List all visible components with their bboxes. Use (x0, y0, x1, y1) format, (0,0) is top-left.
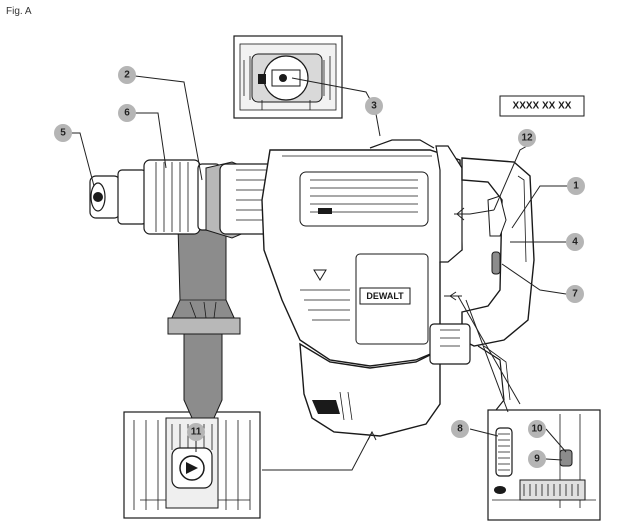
svg-text:6: 6 (124, 108, 130, 119)
callout-6: 6 (118, 104, 136, 122)
callout-11: 11 (187, 423, 205, 441)
leader-lines (66, 74, 568, 471)
svg-text:3: 3 (371, 101, 377, 112)
svg-text:9: 9 (534, 454, 540, 465)
callout-9: 9 (528, 450, 546, 468)
inset-mode-selector (233, 35, 343, 119)
callout-4: 4 (566, 233, 584, 251)
figure-label: Fig. A (6, 6, 32, 17)
svg-text:8: 8 (457, 424, 463, 435)
callout-2: 2 (118, 66, 136, 84)
lower-housing (299, 323, 471, 437)
callout-12: 12 (518, 129, 536, 147)
svg-text:1: 1 (573, 181, 579, 192)
svg-text:5: 5 (60, 128, 66, 139)
callout-10: 10 (528, 420, 546, 438)
handle-collar (205, 161, 275, 239)
date-code-label: XXXX XX XX (499, 95, 585, 117)
svg-text:11: 11 (191, 427, 202, 438)
svg-text:10: 10 (531, 424, 543, 435)
rear-handle (461, 157, 535, 411)
date-code-text: XXXX XX XX (513, 101, 572, 112)
callout-1: 1 (567, 177, 585, 195)
main-body: DEWALT (261, 139, 463, 385)
svg-text:7: 7 (572, 289, 578, 300)
brand-logo: DEWALT (366, 291, 404, 301)
callout-7: 7 (566, 285, 584, 303)
callout-3: 3 (365, 97, 383, 115)
side-handle (167, 225, 241, 419)
callout-8: 8 (451, 420, 469, 438)
svg-text:4: 4 (572, 237, 578, 248)
svg-text:12: 12 (521, 133, 533, 144)
svg-text:2: 2 (124, 70, 130, 81)
callout-5: 5 (54, 124, 72, 142)
chuck-assembly (89, 159, 221, 235)
